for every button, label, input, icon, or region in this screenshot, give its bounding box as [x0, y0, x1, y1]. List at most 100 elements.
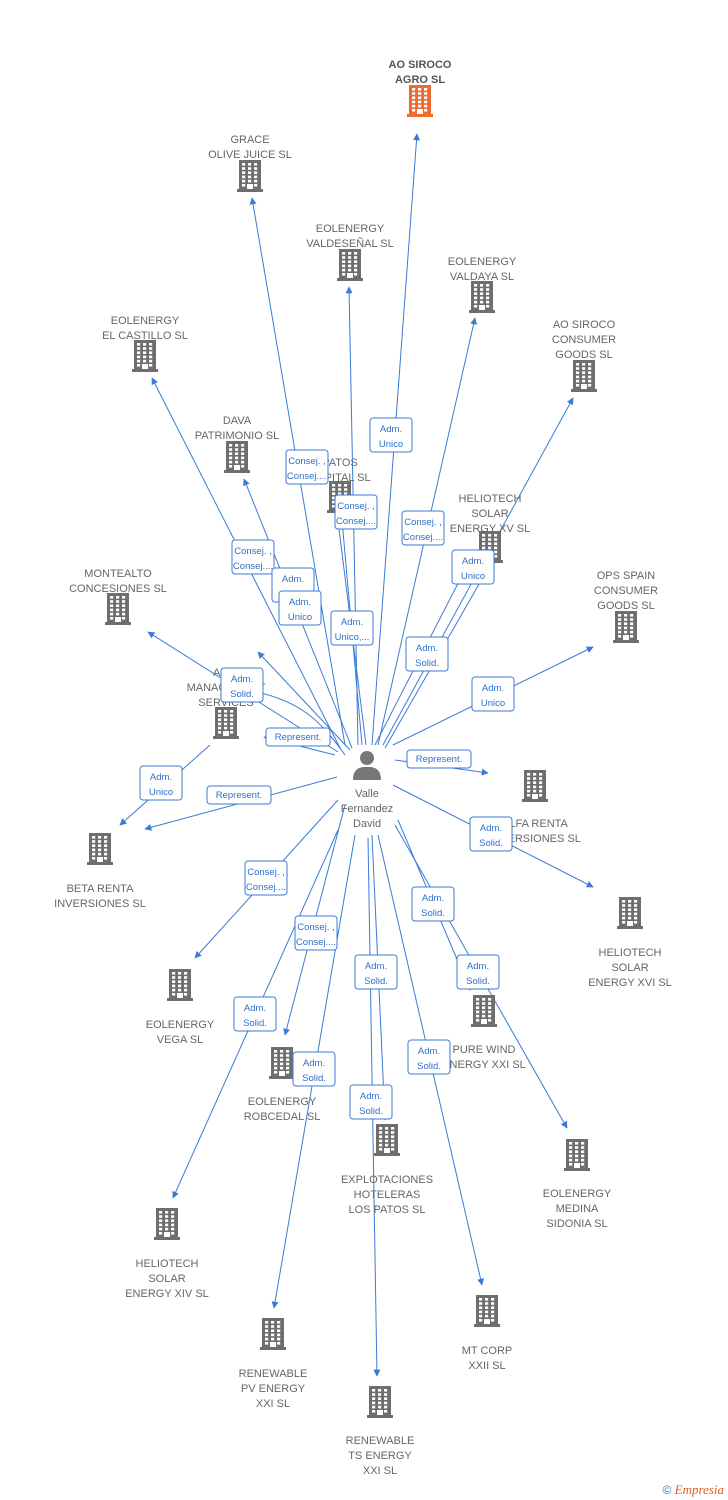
relation-label: Adm.	[341, 617, 363, 628]
relation-badge[interactable]: Adm.Unico	[278, 590, 322, 626]
relation-badge[interactable]: Adm.Unico	[139, 765, 183, 801]
building-icon	[224, 441, 250, 473]
relation-badge[interactable]: Represent.	[265, 727, 331, 747]
relation-badge[interactable]: Adm.Unico	[369, 417, 413, 453]
building-icon	[617, 897, 643, 929]
relation-label: Solid.	[359, 1106, 383, 1117]
company-name-line: VEGA SL	[157, 1034, 203, 1046]
relation-label: Adm.	[380, 424, 402, 435]
relation-label: Adm.	[289, 597, 311, 608]
company-name-line: SOLAR	[611, 962, 648, 974]
company-name-line: EOLENERGY	[316, 223, 385, 235]
company-name-line: HELIOTECH	[136, 1258, 199, 1270]
building-icon	[260, 1318, 286, 1350]
relation-label: Solid.	[364, 976, 388, 987]
relation-badge[interactable]: Adm.Unico,...	[330, 610, 374, 646]
company-name-line: ENERGY XVI SL	[588, 977, 672, 989]
relation-badge[interactable]: Adm.Solid.	[405, 636, 449, 672]
relation-badge[interactable]: Consej. ,Consej....	[231, 539, 275, 575]
relation-label: Solid.	[479, 838, 503, 849]
relation-label: Adm.	[303, 1058, 325, 1069]
company-node-heliotech-solar-xvi[interactable]: HELIOTECH SOLAR ENERGY XVI SL	[588, 897, 672, 989]
relation-badge[interactable]: Adm. Solid.	[354, 954, 398, 990]
company-name-line: VALDESEÑAL SL	[306, 237, 393, 250]
building-icon	[613, 611, 639, 643]
company-name-line: INVERSIONES SL	[54, 898, 146, 910]
company-name-line: SOLAR	[471, 508, 508, 520]
relation-badge[interactable]: Consej. ,Consej....	[334, 494, 378, 530]
person-name-line: Fernandez	[341, 803, 394, 815]
relation-badge[interactable]: Consej. ,Consej....	[294, 915, 338, 951]
company-name-line: ENERGY XXI SL	[442, 1059, 526, 1071]
building-icon	[167, 969, 193, 1001]
company-name-line: XXI SL	[363, 1465, 397, 1477]
relation-badge[interactable]: Adm. Solid.	[407, 1039, 451, 1075]
relation-badge[interactable]: Adm.Solid.	[220, 667, 264, 703]
relation-label: Consej....	[296, 937, 336, 948]
relation-label: Adm.	[462, 556, 484, 567]
relation-label: Adm.	[422, 893, 444, 904]
relation-badge[interactable]: Represent.	[206, 785, 272, 805]
company-name-line: RENEWABLE	[346, 1435, 415, 1447]
building-icon	[367, 1386, 393, 1418]
relation-label: Adm.	[418, 1046, 440, 1057]
company-name-line: MEDINA	[556, 1203, 599, 1215]
company-name-line: ALFA RENTA	[502, 818, 568, 830]
relation-badge[interactable]: Represent.	[406, 749, 472, 769]
company-name-line: HELIOTECH	[599, 947, 662, 959]
relation-label: Adm.	[365, 961, 387, 972]
person-name-line: David	[353, 818, 381, 830]
relation-label: Unico	[149, 787, 173, 798]
company-name-line: PV ENERGY	[241, 1383, 306, 1395]
relation-badge[interactable]: Adm.Solid.	[469, 816, 513, 852]
relation-badge[interactable]: Adm. Unico	[451, 549, 495, 585]
relation-label: Adm.	[482, 683, 504, 694]
building-icon	[87, 833, 113, 865]
relation-badge[interactable]: Consej. ,Consej....	[401, 510, 445, 546]
relation-badge[interactable]: Adm.Unico	[471, 676, 515, 712]
relation-badge[interactable]: Adm.Solid.	[292, 1051, 336, 1087]
relation-badge[interactable]: Consej. ,Consej....	[244, 860, 288, 896]
relation-label: Unico	[461, 571, 485, 582]
company-name-line: OPS SPAIN	[597, 570, 656, 582]
company-name-line: XXI SL	[256, 1398, 290, 1410]
company-name-line: MONTEALTO	[84, 568, 152, 580]
relation-label: Adm.	[360, 1091, 382, 1102]
person-icon	[353, 751, 381, 780]
relation-badge[interactable]: Adm.Solid.	[233, 996, 277, 1032]
relation-badge[interactable]: Adm.Solid.	[411, 886, 455, 922]
company-node-eolenergy-valdesenal[interactable]: EOLENERGY VALDESEÑAL SL	[306, 223, 394, 281]
company-name-line: GOODS SL	[597, 600, 654, 612]
relation-label: Solid.	[417, 1061, 441, 1072]
building-icon	[374, 1124, 400, 1156]
company-name-line: EOLENERGY	[248, 1096, 317, 1108]
relation-badge[interactable]: Consej. ,Consej....	[285, 449, 329, 485]
relation-label: Solid.	[415, 658, 439, 669]
relation-badge[interactable]: Adm. Solid.	[349, 1084, 393, 1120]
footer-brand[interactable]: © Empresia	[662, 1482, 724, 1498]
person-name-line: Valle	[355, 788, 379, 800]
company-name-line: ENERGY XV SL	[450, 523, 531, 535]
relation-badge[interactable]: Adm.Solid.	[456, 954, 500, 990]
